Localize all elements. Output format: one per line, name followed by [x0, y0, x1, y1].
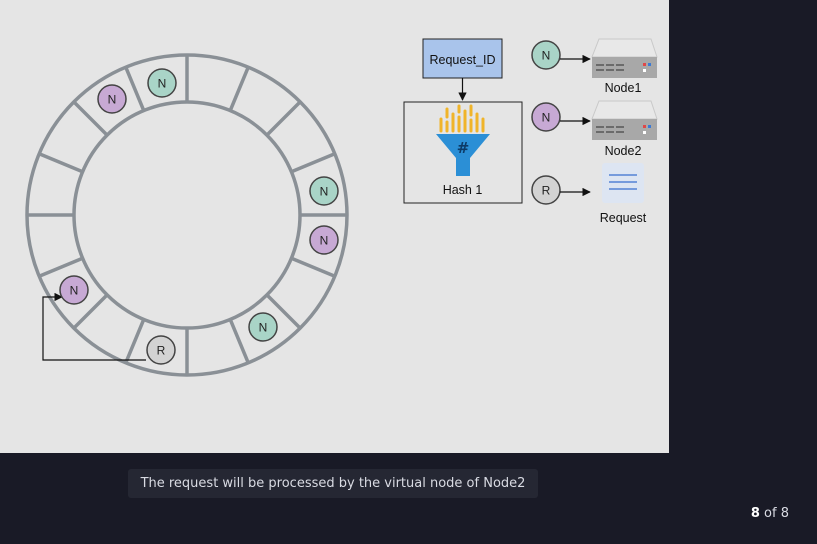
ring-segment-divider [124, 318, 146, 364]
legend-node2: N Node2 [531, 100, 658, 158]
hash-function-box: # Hash 1 [403, 101, 523, 204]
legend-marker: R [542, 184, 551, 198]
ring-node-node1: N [147, 68, 177, 98]
ring-segment-divider [265, 293, 302, 330]
slide-caption: The request will be processed by the vir… [128, 469, 538, 498]
ring-segment-divider [72, 293, 109, 330]
slide-pager: 8 of 8 [751, 506, 789, 521]
hash-label: Hash 1 [443, 183, 483, 197]
legend-marker: N [542, 49, 551, 63]
legend-label: Request [600, 211, 647, 225]
ring-segment-divider [228, 66, 250, 112]
ring-node-node2: N [97, 84, 127, 114]
ring-node-node1: N [309, 176, 339, 206]
legend-label: Node2 [605, 144, 642, 158]
routing-arrow [42, 292, 146, 361]
pager-separator: of [764, 506, 777, 521]
ring-node-node2: N [59, 275, 89, 305]
ring-node-node1: N [248, 312, 278, 342]
legend-label: Node1 [605, 81, 642, 95]
ring-segment-divider [228, 318, 250, 364]
ring-segment-divider [38, 256, 84, 278]
hash-ring [25, 53, 349, 377]
ring-segment-divider [290, 152, 336, 174]
ring-node-label: N [70, 284, 79, 298]
ring-segment-divider [290, 256, 336, 278]
request-id-box: Request_ID [422, 38, 503, 79]
document-icon [602, 163, 644, 203]
ring-node-label: N [158, 77, 167, 91]
ring-segment-divider [72, 100, 109, 137]
diagram-canvas: N N N N N N R Request_ID [0, 0, 669, 453]
server-icon [591, 100, 658, 140]
ring-node-node2: N [309, 225, 339, 255]
ring-segment-divider [38, 152, 84, 174]
legend-node1: N Node1 [531, 38, 658, 95]
ring-node-label: N [320, 234, 329, 248]
pager-total: 8 [780, 506, 789, 521]
ring-node-label: N [108, 93, 117, 107]
request-id-label: Request_ID [429, 53, 495, 67]
funnel-icon: # [436, 104, 490, 176]
pager-current: 8 [750, 506, 760, 521]
ring-segments [27, 55, 347, 375]
ring-inner [72, 100, 302, 330]
consistent-hashing-diagram: N N N N N N R Request_ID [25, 38, 658, 377]
legend-marker: N [542, 111, 551, 125]
ring-node-label: N [320, 185, 329, 199]
server-icon [591, 38, 658, 78]
ring-node-label: N [259, 321, 268, 335]
svg-text:#: # [457, 139, 470, 157]
ring-request-label: R [157, 344, 166, 358]
caption-text: The request will be processed by the vir… [140, 476, 526, 491]
ring-segment-divider [124, 66, 146, 112]
ring-segment-divider [265, 100, 302, 137]
ring-request: R [146, 335, 176, 365]
legend-request: R Request [531, 163, 647, 225]
